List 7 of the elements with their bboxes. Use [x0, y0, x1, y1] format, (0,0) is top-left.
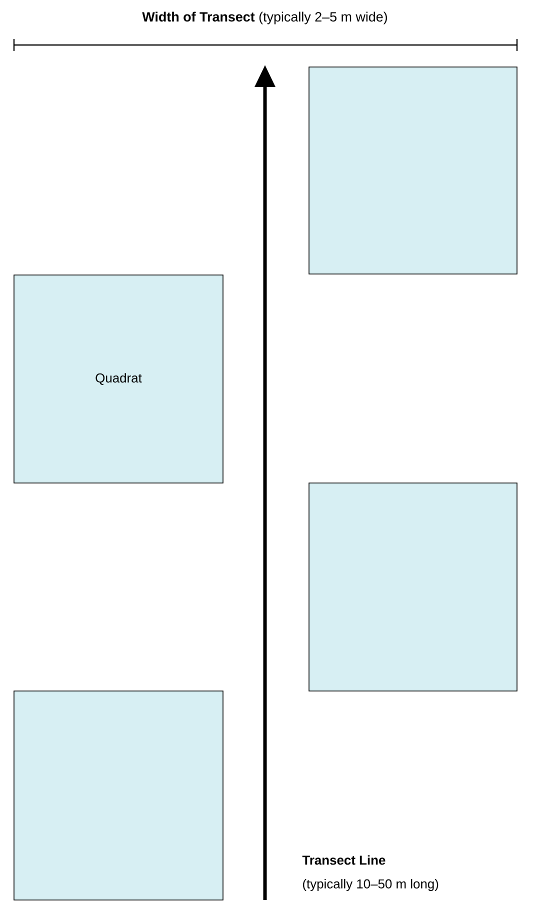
transect-label: Transect Line [302, 855, 386, 865]
quadrat-box [308, 482, 518, 692]
dimension-label: Width of Transect (typically 2–5 m wide) [142, 12, 387, 24]
length-note: (typically 10–50 m long) [303, 878, 438, 892]
quadrat-box: Quadrat [14, 274, 224, 484]
quadrat-box [14, 690, 224, 900]
quadrat-box [308, 66, 518, 274]
